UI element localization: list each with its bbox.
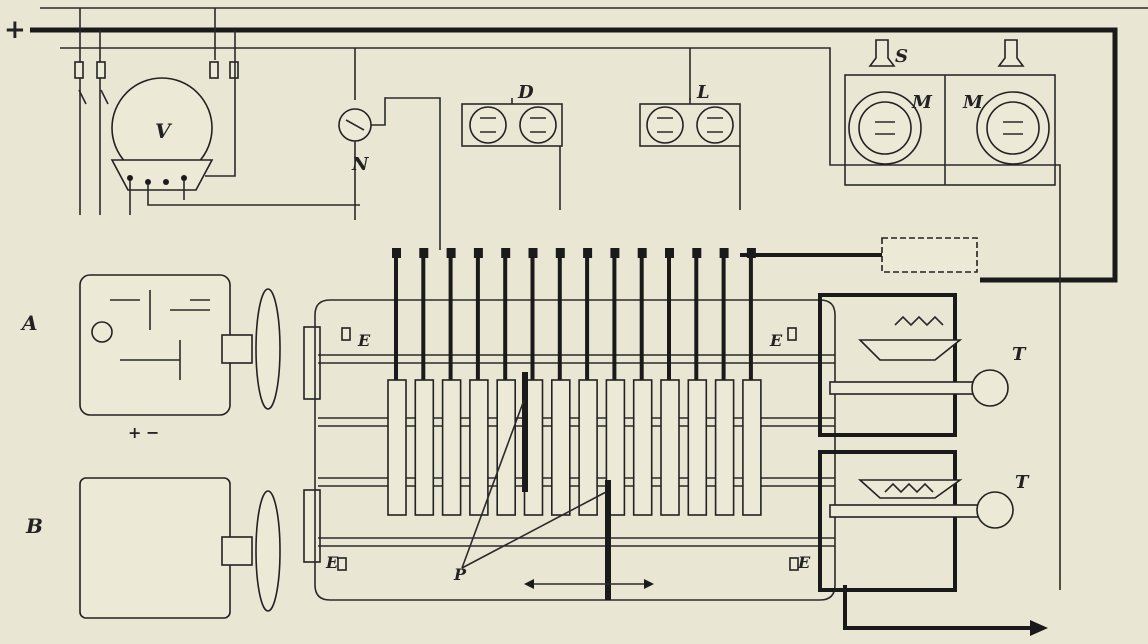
contact-cap xyxy=(746,248,756,258)
fuses xyxy=(74,61,239,105)
contact-cap xyxy=(446,248,456,258)
switch-e-bottom-left: E xyxy=(325,553,339,572)
voltmeter xyxy=(110,60,360,215)
contact-cap xyxy=(719,248,729,258)
lamp-l-label: L xyxy=(696,82,710,103)
plus-supply-sign: + xyxy=(4,15,26,45)
regulator-t-lower xyxy=(818,450,1014,592)
carriage-frame xyxy=(314,299,836,601)
switch-e-top-left: E xyxy=(357,331,371,350)
contact-cap xyxy=(637,248,647,258)
switch-e-top-right: E xyxy=(769,331,783,350)
plus-terminal-label: + xyxy=(128,423,141,442)
lamp-pair-l xyxy=(639,98,741,210)
contact-cap xyxy=(692,248,702,258)
signal-lamp-label: S xyxy=(895,46,908,67)
voltmeter-label: V xyxy=(155,119,173,143)
contact-cap xyxy=(665,248,674,258)
contact-cap xyxy=(555,248,565,258)
minus-terminal-label: − xyxy=(146,423,159,442)
contact-cap xyxy=(528,248,538,258)
contact-segment xyxy=(714,379,735,516)
contact-segment xyxy=(742,379,762,516)
unit-b-label: B xyxy=(25,514,43,538)
contact-segment xyxy=(441,379,462,516)
contact-segment xyxy=(578,379,598,516)
contact-segment xyxy=(550,379,571,516)
output-arrow xyxy=(843,585,1048,636)
contact-segment xyxy=(414,379,435,516)
contact-cap xyxy=(392,248,401,258)
contact-segment xyxy=(660,379,680,516)
unit-a-label: A xyxy=(20,311,38,335)
contact-comb xyxy=(387,248,762,516)
contact-cap xyxy=(501,248,511,258)
unit-b-apparatus xyxy=(79,477,321,619)
contact-segment xyxy=(632,379,653,516)
rod-p-label: P xyxy=(453,565,467,584)
contact-segment xyxy=(687,379,708,516)
contact-cap xyxy=(610,248,620,258)
lamp-pair-d xyxy=(461,98,563,210)
contact-segment xyxy=(387,379,407,516)
regulator-t-upper xyxy=(818,293,1009,437)
lamp-d-label: D xyxy=(517,82,534,103)
regulator-t-upper-label: T xyxy=(1012,344,1027,365)
supply-lines xyxy=(30,7,1148,590)
resistor-box xyxy=(740,237,978,273)
signal-lamps xyxy=(868,39,1025,67)
switches-e xyxy=(337,327,799,571)
motion-arrow xyxy=(524,579,654,589)
contact-cap xyxy=(419,248,429,258)
indicator-n-label: N xyxy=(351,154,370,175)
contact-segment xyxy=(469,379,489,516)
unit-a-apparatus xyxy=(79,274,321,416)
rod-p-pointers xyxy=(461,372,611,600)
contact-cap xyxy=(473,248,483,258)
switch-e-bottom-right: E xyxy=(797,553,811,572)
motor-2-label: M xyxy=(962,92,984,113)
regulator-t-lower-label: T xyxy=(1015,472,1030,493)
motor-1-label: M xyxy=(911,92,933,113)
contact-cap xyxy=(583,248,593,258)
indicator-n xyxy=(338,97,441,250)
motors-m xyxy=(844,74,1056,186)
